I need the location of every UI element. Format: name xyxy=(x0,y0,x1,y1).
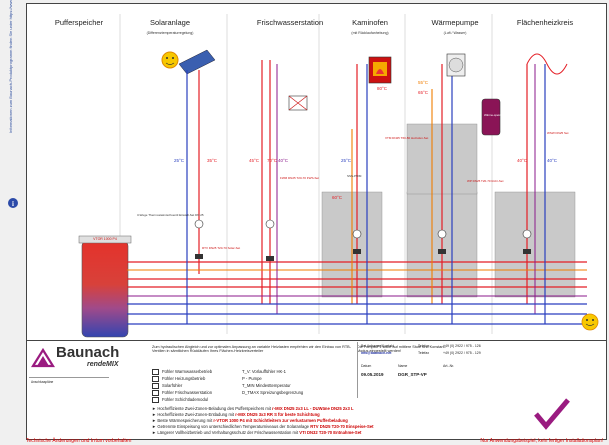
checkmark-icon xyxy=(534,398,570,430)
brand-name: Baunach xyxy=(56,344,120,361)
temp-label: 70°C xyxy=(267,158,278,163)
temp-label: 55°C xyxy=(418,80,429,85)
col-header-fws: Frischwasserstation xyxy=(256,18,324,27)
legend-item: Fühler Warmwasserbetrieb xyxy=(152,369,212,375)
module-label: WP DN25 T20-70 Rohr-Set xyxy=(467,179,504,183)
key-label: Anschlusspläne xyxy=(31,380,54,384)
legend-item: Solarfühler xyxy=(152,383,182,389)
footer-right: Nur Anwendungsbeispiel, kein fertiger In… xyxy=(480,438,603,444)
temp-label: 40°C xyxy=(547,158,558,163)
col-header-heating: Flächenheizkreis xyxy=(516,18,574,27)
underfloor-loop xyxy=(526,53,568,75)
col-header-wp: Wärmepumpe xyxy=(431,18,479,27)
pumps xyxy=(194,219,532,239)
footer-left: Technische Änderungen und Irrtum vorbeha… xyxy=(26,438,132,444)
temp-label: 40°C xyxy=(517,158,528,163)
module-label: SSS-PWM xyxy=(347,174,362,178)
legend-item: D_TMAX Spreizungsbegrenzung xyxy=(242,390,304,395)
legend-item: T_V: Vorlauffühler HK-1 xyxy=(242,369,287,374)
brand-sub: rendeMIX xyxy=(87,361,119,368)
note-1: Zum hydraulischen Abgleich und zur optim… xyxy=(152,345,351,353)
module-label: RTV DN25 T20-70 Solar-Set xyxy=(202,246,240,250)
meta-table: Bei Anfragen/Kontakt Telefon +49 (0) 292… xyxy=(357,342,508,398)
heat-pump-unit xyxy=(446,53,466,77)
temp-label: 80°C xyxy=(377,86,388,91)
module-label: VTM DN25 T60-80 Holzofen-Set xyxy=(385,136,428,140)
heat-exchanger xyxy=(288,95,308,111)
col-header-solar: Solaranlage xyxy=(149,18,191,27)
title-block: Baunach rendeMIX Anschlusspläne Zum hydr… xyxy=(26,340,607,440)
temp-label: 40°C xyxy=(278,158,289,163)
buffer-label: VTOR 1000 P4 xyxy=(93,237,117,241)
hydraulic-diagram: 25°C 35°C 45°C 70°C 40°C 25°C 55°C 60°C … xyxy=(78,14,599,338)
schematic-frame: Pufferspeicher Solaranlage (Differenztem… xyxy=(26,3,607,341)
feature-bullet: ► Längerer Vollheizbetrieb und Verhaltun… xyxy=(152,430,362,435)
solar-collector xyxy=(161,49,216,75)
module-label: 3-Wege Thermostatmischventil Einstell-Se… xyxy=(137,213,204,217)
note-2: Die Pumpe P1 sollte auf mittlere Stufe u… xyxy=(357,345,446,353)
legend-item: Fühler Frischwasserstation xyxy=(152,390,212,396)
sun-icon xyxy=(161,51,179,69)
legend-item: P - Pumpe xyxy=(242,376,262,381)
legend-item: Fühler Heizungsbetrieb xyxy=(152,376,205,382)
col-subtitle-wp: (Luft / Wasser) xyxy=(443,31,467,35)
temp-label: 35°C xyxy=(207,158,218,163)
brand-logo: Baunach rendeMIX xyxy=(29,343,147,373)
feature-bullet: ► Beste Wärmespeicherung mit r-VTOR 1000… xyxy=(152,418,348,423)
col-header-buffer: Pufferspeicher xyxy=(54,18,104,27)
smiley-icon xyxy=(581,313,599,331)
buffer-tank xyxy=(78,235,132,338)
module-label: Wärme-speicher xyxy=(484,113,505,117)
feature-bullet: ► Getrennte Einspeisung von unterschiedl… xyxy=(152,424,374,429)
info-sidebar: i xyxy=(3,60,25,340)
info-icon: i xyxy=(8,198,18,208)
sidebar-text: Informationen zum Baunach-Produktprogram… xyxy=(8,0,13,133)
wp-buffer-tank xyxy=(481,98,501,136)
temp-label: 25°C xyxy=(341,158,352,163)
col-subtitle-solar: (Differenztemperaturregelung) xyxy=(146,31,194,35)
col-subtitle-kamin: (mit Rücklaufanhebung) xyxy=(351,31,389,35)
temp-label: 60°C xyxy=(332,195,343,200)
temp-label: 65°C xyxy=(418,90,429,95)
module-label: FWM DN25 T20-70 FWS-Set xyxy=(280,176,319,180)
col-header-kamin: Kaminofen xyxy=(352,18,388,27)
temp-label: 45°C xyxy=(249,158,260,163)
feature-bullet: ► Hocheffiziente Zwei-Zonen-Beladung des… xyxy=(152,406,354,411)
module-label: WSW DN25 Set xyxy=(547,131,569,135)
feature-bullet: ► Hocheffiziente Zwei-Zonen-Entladung mi… xyxy=(152,412,320,417)
temp-label: 25°C xyxy=(174,158,185,163)
svg-text:i: i xyxy=(12,200,14,208)
stove-icon xyxy=(368,56,392,84)
legend-item: T_MIN Mindesttemperatur xyxy=(242,383,291,388)
legend-item: Fühler Schichtlademodul xyxy=(152,397,208,403)
